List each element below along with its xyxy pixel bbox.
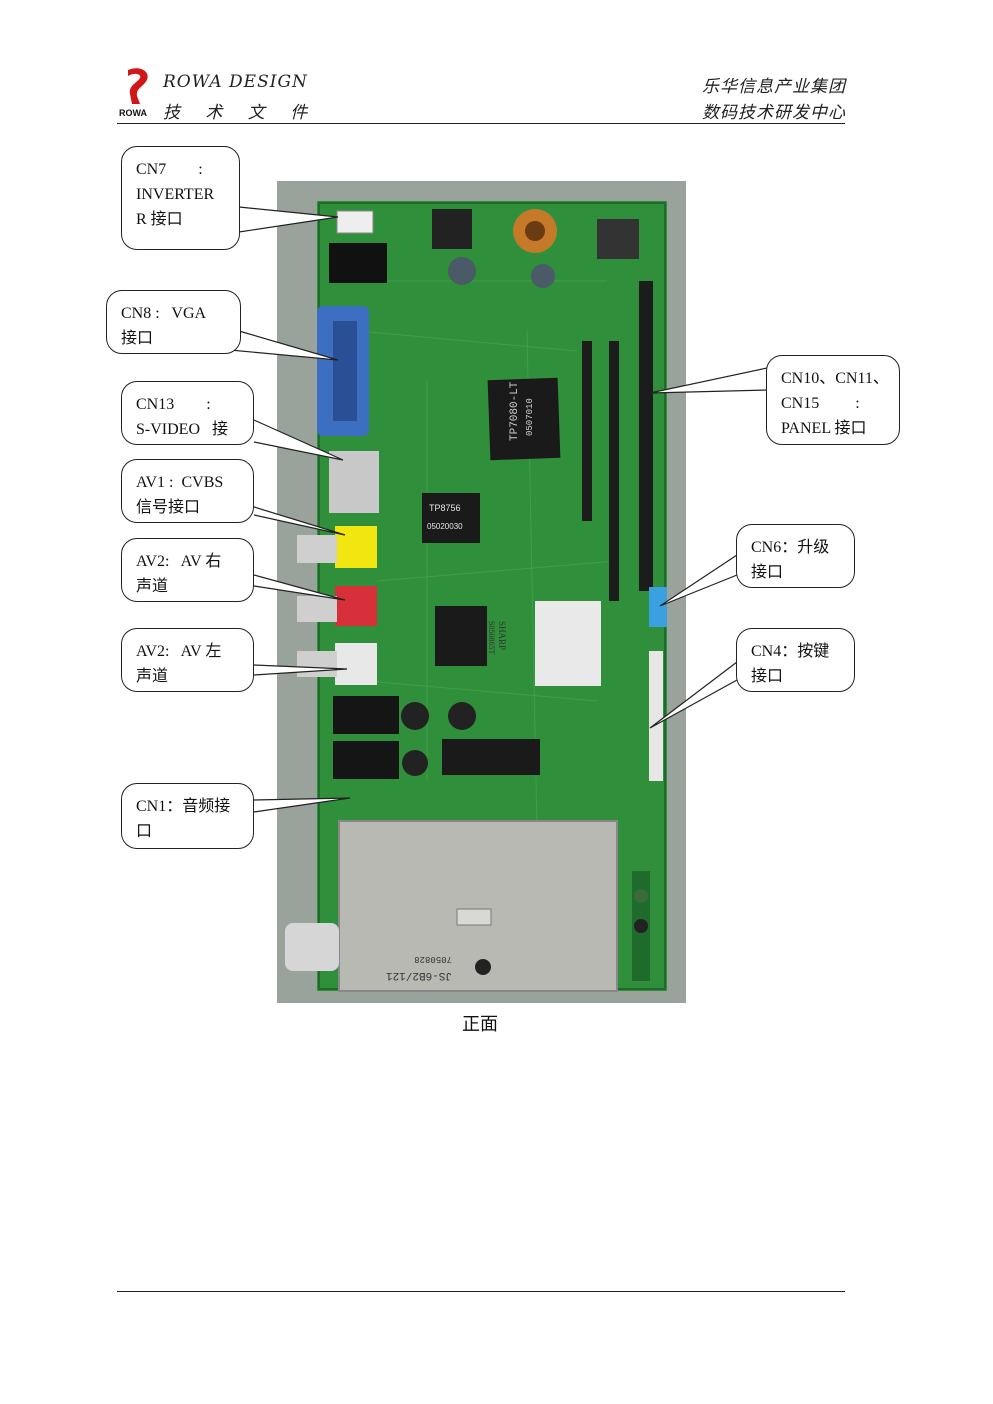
chip-tp8756-code: 05020030 <box>427 522 463 531</box>
chip-tp7080-code: 0507010 <box>525 398 535 436</box>
brand-title: ROWA DESIGN <box>163 72 308 92</box>
callout-cn1: CN1：音频接口 <box>121 783 254 849</box>
callout-av2-left: AV2: AV 左声道 <box>121 628 254 692</box>
chip-tp8756: TP8756 <box>429 503 461 513</box>
callout-cn10-cn11-cn15: CN10、CN11、CN15 :PANEL 接口 <box>766 355 900 445</box>
chip-sharp-code: S050865T <box>487 621 496 654</box>
callout-cn13: CN13 :S-VIDEO 接 <box>121 381 254 445</box>
brand-subtitle: 技 术 文 件 <box>163 103 318 123</box>
tuner-code: 7050828 <box>414 954 452 964</box>
figure-caption: 正面 <box>462 1014 498 1035</box>
board-photo: TP7080-LT 0507010 TP8756 05020030 SHARP … <box>277 181 686 1003</box>
logo-text: ROWA <box>119 108 147 118</box>
chip-sharp: SHARP <box>497 621 507 650</box>
callout-av2-right: AV2: AV 右声道 <box>121 538 254 602</box>
callout-cn6: CN6：升级接口 <box>736 524 855 588</box>
callout-cn4: CN4：按键接口 <box>736 628 855 692</box>
tuner-model: JS-6B2/121 <box>386 969 452 981</box>
organization-name: 乐华信息产业集团 <box>702 77 846 97</box>
header-rule <box>117 123 845 124</box>
chip-tp7080: TP7080-LT <box>509 381 521 441</box>
footer-rule <box>117 1291 845 1292</box>
rowa-logo: ROWA <box>118 66 158 118</box>
department-name: 数码技术研发中心 <box>702 103 846 123</box>
